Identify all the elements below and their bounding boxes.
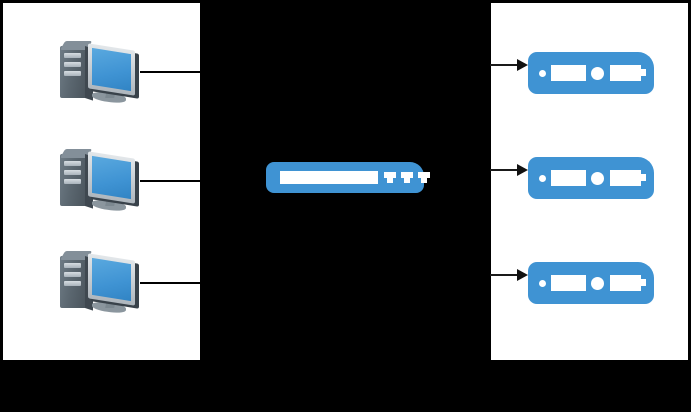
server-status-led-icon: [539, 280, 546, 287]
server-3[interactable]: [528, 262, 654, 304]
arrow-shaft: [490, 274, 518, 276]
pc-drive-bay: [64, 281, 81, 286]
pc-drive-bay: [64, 53, 81, 58]
pc-drive-bay: [64, 71, 81, 76]
server-drive-slot: [551, 275, 586, 291]
arrow-shaft: [490, 169, 518, 171]
pc-monitor-screen: [92, 155, 131, 200]
client-pc-1[interactable]: [56, 40, 140, 105]
firewall-switch-icon[interactable]: [266, 162, 430, 193]
pc-drive-bay: [64, 272, 81, 277]
appliance-display-panel: [280, 171, 378, 184]
server-label-tab: [633, 69, 646, 76]
pc-drive-bay: [64, 170, 81, 175]
pc-drive-bay: [64, 263, 81, 268]
server-power-knob-icon: [591, 172, 604, 185]
arrow-server-2: [490, 163, 528, 177]
server-drive-slot: [551, 170, 586, 186]
ethernet-port-icon: [384, 172, 396, 183]
client-pc-2[interactable]: [56, 148, 140, 213]
server-power-knob-icon: [591, 277, 604, 290]
link-client-2: [140, 180, 200, 182]
server-label-tab: [633, 279, 646, 286]
link-client-1: [140, 71, 200, 73]
ethernet-port-icon: [401, 172, 413, 183]
server-drive-slot: [551, 65, 586, 81]
link-client-3: [140, 282, 200, 284]
arrow-head: [517, 59, 528, 71]
pc-drive-bay: [64, 179, 81, 184]
server-power-knob-icon: [591, 67, 604, 80]
server-1[interactable]: [528, 52, 654, 94]
arrow-server-3: [490, 268, 528, 282]
client-pc-3[interactable]: [56, 250, 140, 315]
server-label-tab: [633, 174, 646, 181]
arrow-shaft: [490, 64, 518, 66]
ethernet-port-icon: [418, 172, 430, 183]
server-status-led-icon: [539, 70, 546, 77]
pc-monitor-screen: [92, 257, 131, 302]
pc-drive-bay: [64, 62, 81, 67]
pc-monitor-screen: [92, 47, 131, 92]
arrow-head: [517, 164, 528, 176]
server-status-led-icon: [539, 175, 546, 182]
arrow-server-1: [490, 58, 528, 72]
appliance-port-group: [384, 172, 430, 183]
pc-drive-bay: [64, 161, 81, 166]
server-2[interactable]: [528, 157, 654, 199]
arrow-head: [517, 269, 528, 281]
